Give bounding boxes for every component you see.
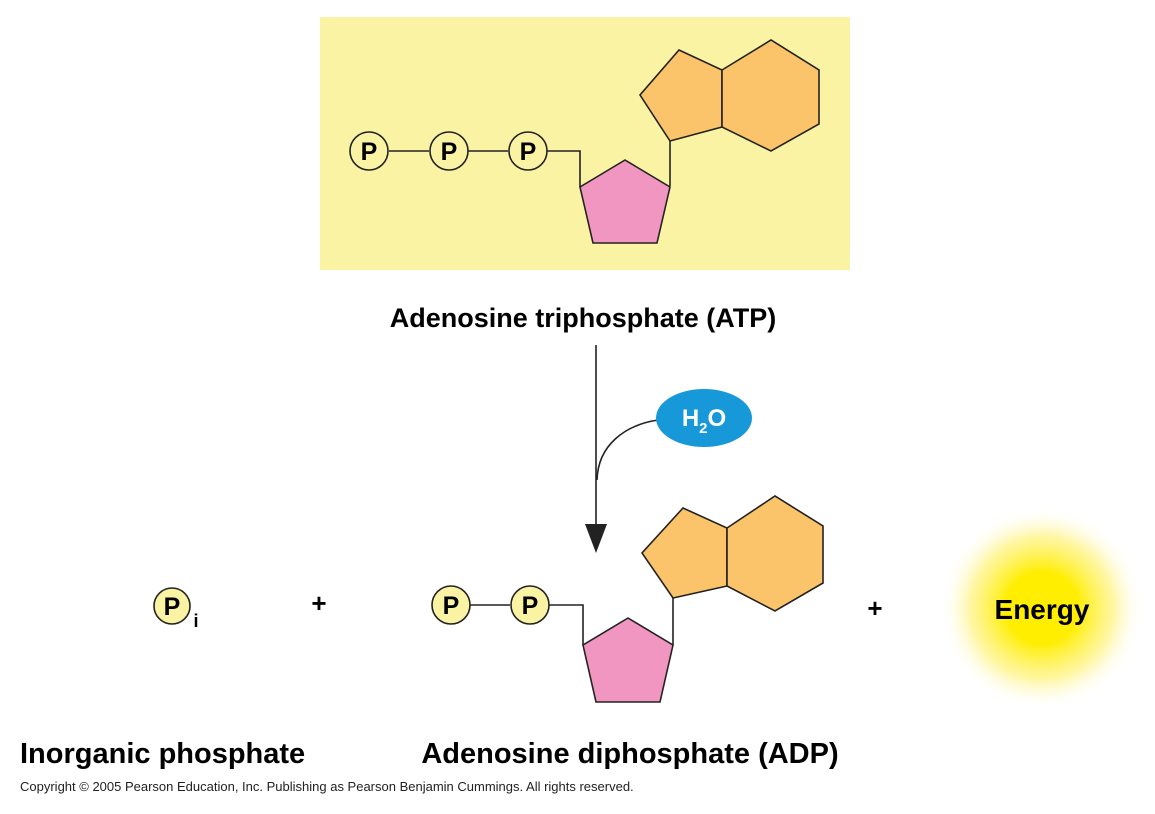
atp-phosphate: P: [429, 131, 469, 171]
atp-phosphate: P: [349, 131, 389, 171]
svg-text:P: P: [522, 592, 539, 620]
adp-phosphate: P: [510, 585, 550, 625]
svg-text:P: P: [164, 593, 181, 621]
adp-molecule: [470, 495, 824, 703]
plus-sign: +: [867, 593, 882, 623]
plus-sign: +: [311, 588, 326, 618]
ribose-pentagon: [582, 617, 674, 703]
reaction-arrow: [595, 345, 659, 528]
svg-text:P: P: [520, 138, 537, 166]
inorganic-phosphate: P i: [153, 587, 199, 631]
energy-label: Energy: [995, 594, 1090, 625]
adp-label: Adenosine diphosphate (ADP): [421, 738, 838, 770]
svg-text:P: P: [443, 592, 460, 620]
arrow-head: [585, 524, 607, 553]
svg-text:P: P: [361, 138, 378, 166]
adenine-hexagon: [726, 495, 824, 612]
atp-molecule: [389, 39, 820, 244]
inorganic-phosphate-label: Inorganic phosphate: [20, 738, 305, 770]
svg-text:i: i: [193, 611, 198, 631]
water-input-curve: [596, 419, 659, 481]
svg-text:P: P: [441, 138, 458, 166]
adenine-pentagon: [640, 507, 728, 599]
copyright-notice: Copyright © 2005 Pearson Education, Inc.…: [20, 779, 634, 794]
atp-phosphate: P: [508, 131, 548, 171]
energy-glow: [940, 506, 1144, 710]
adenine-pentagon: [639, 49, 723, 142]
water-molecule: H2O: [656, 389, 752, 447]
svg-text:H2O: H2O: [682, 405, 726, 437]
adp-phosphate: P: [431, 585, 471, 625]
phosphate-ribose-bond: [549, 604, 584, 645]
phosphate-ribose-bond: [547, 150, 581, 187]
ribose-pentagon: [579, 159, 671, 244]
adenine-hexagon: [721, 39, 820, 152]
atp-label: Adenosine triphosphate (ATP): [390, 303, 777, 333]
